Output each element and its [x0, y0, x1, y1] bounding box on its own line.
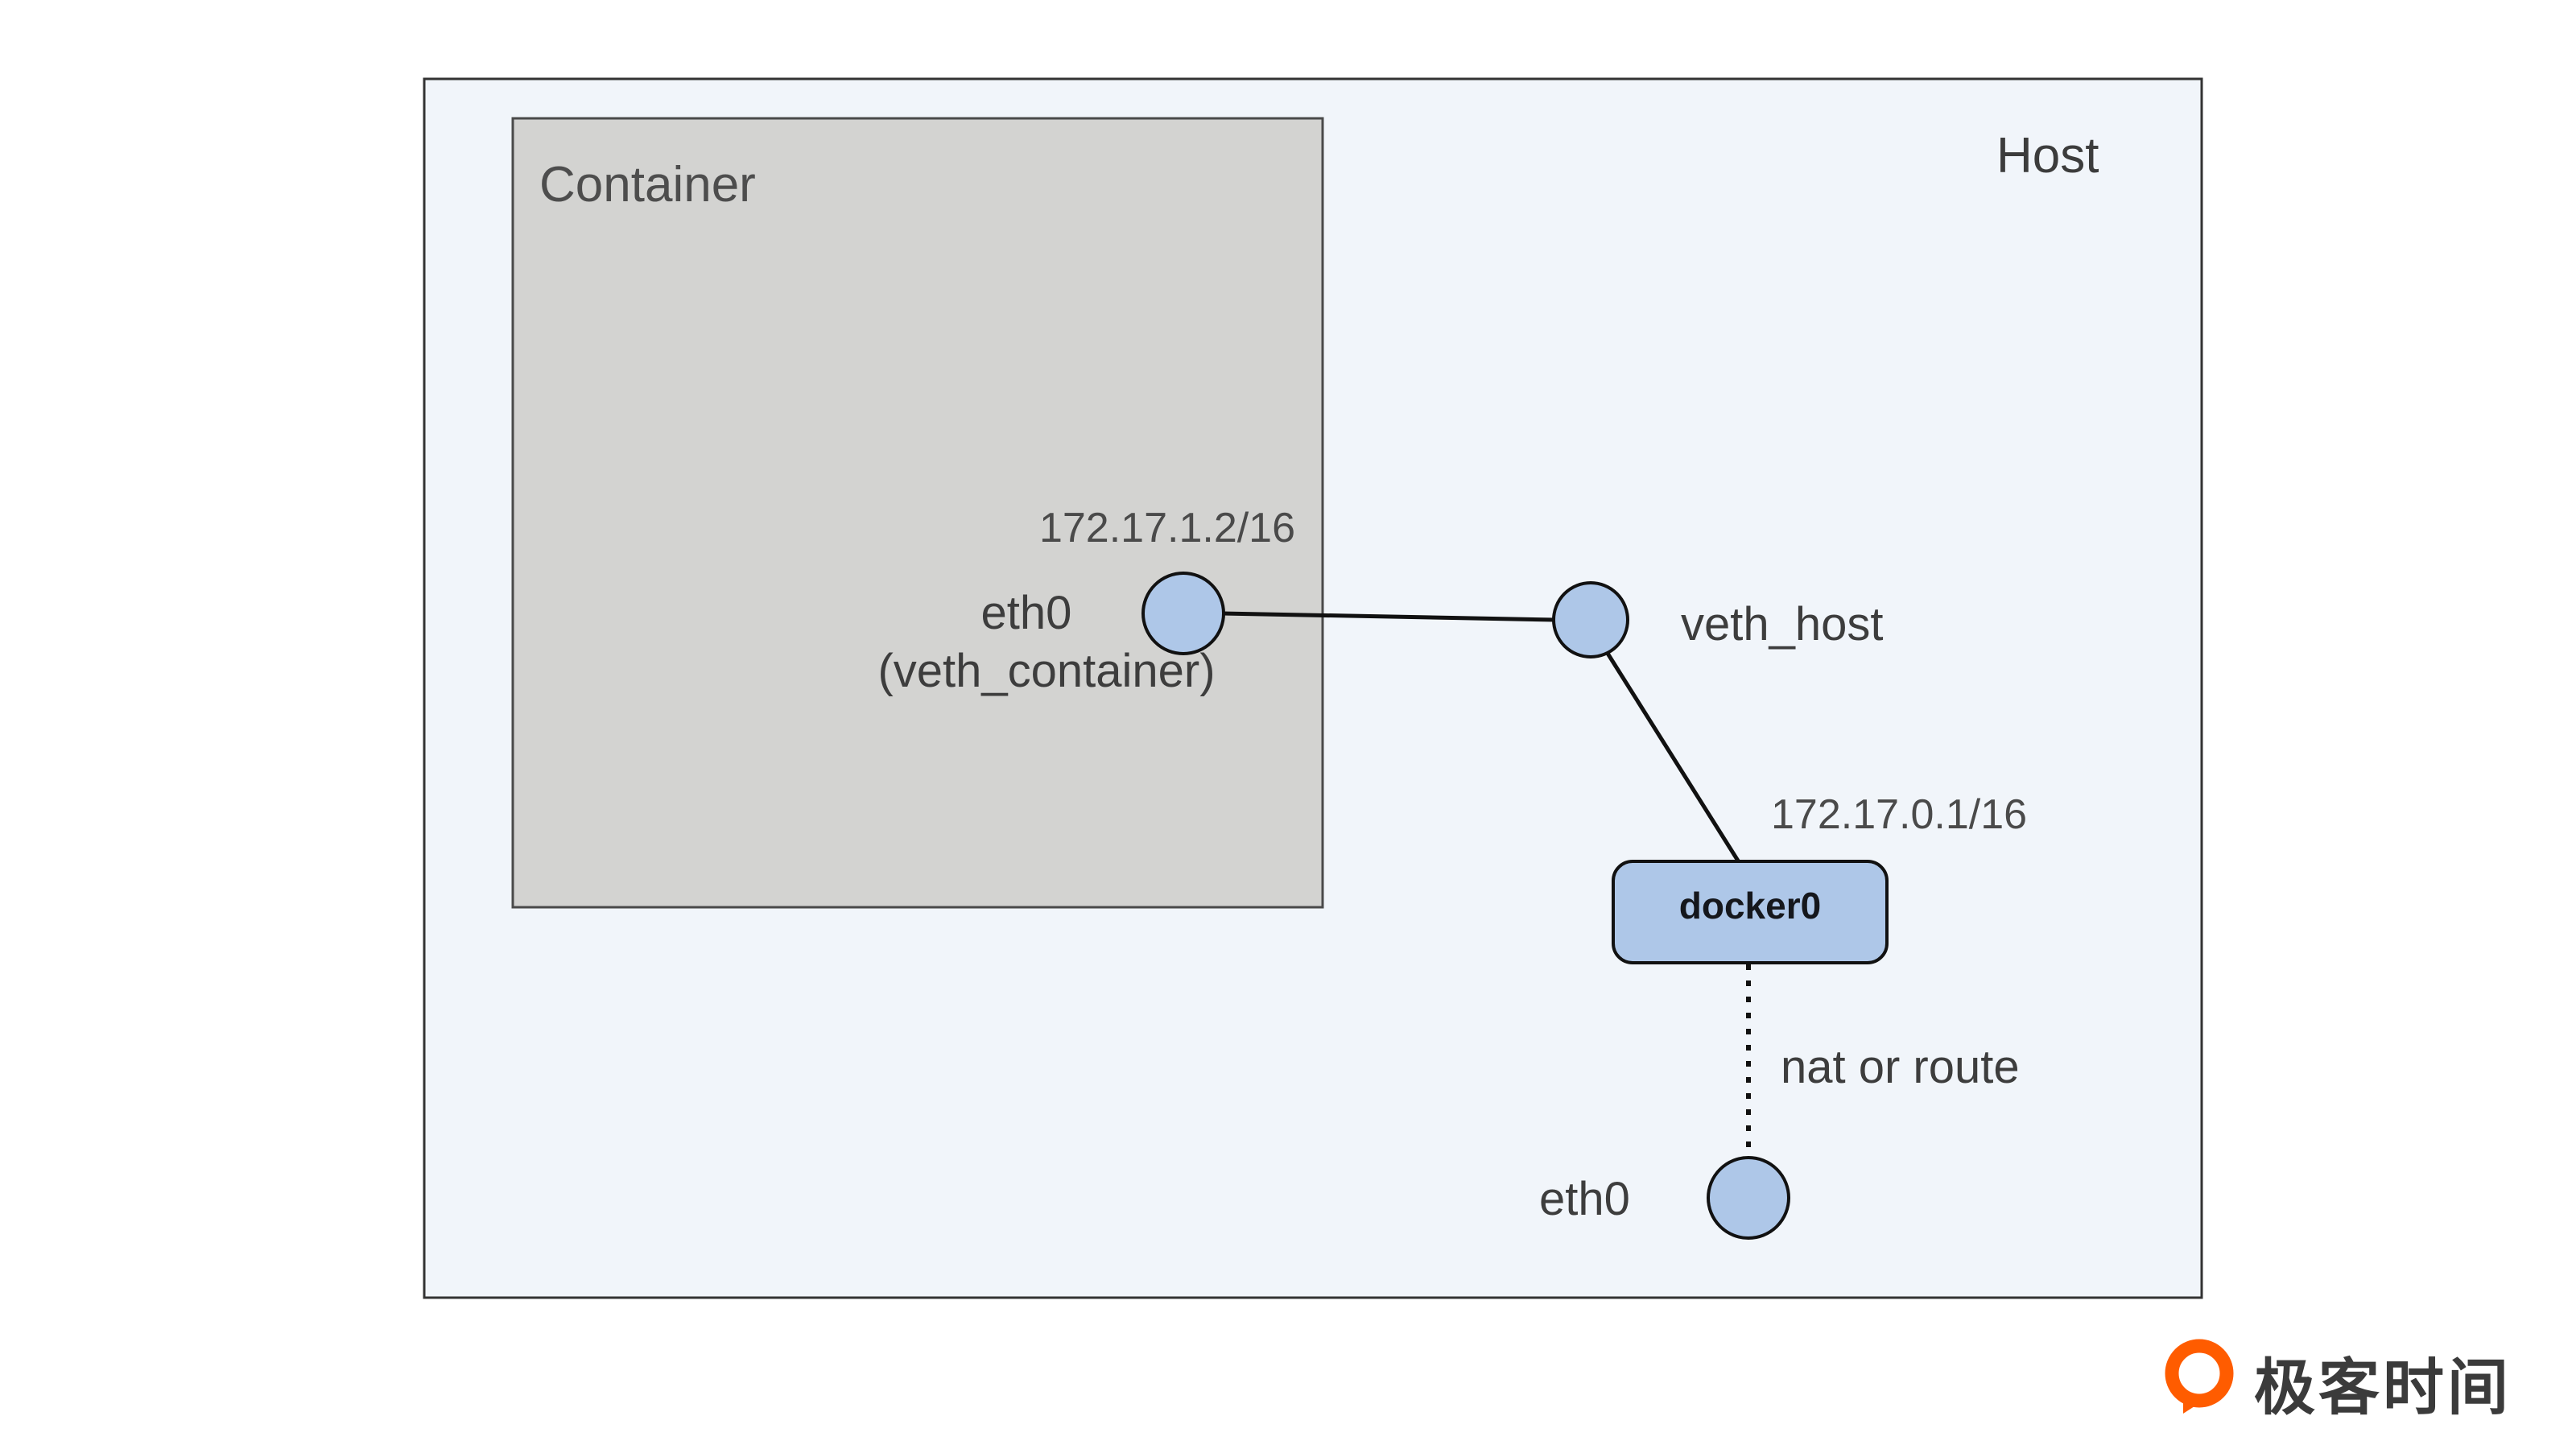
veth-host-node	[1552, 581, 1629, 658]
container-eth0-label: eth0	[980, 587, 1072, 639]
host-eth0-node	[1707, 1156, 1790, 1240]
veth-host-label: veth_host	[1681, 598, 1884, 650]
host-label: Host	[1996, 128, 2099, 184]
nat-or-route-label: nat or route	[1781, 1041, 2020, 1093]
veth-to-docker0-line	[1604, 650, 1743, 866]
container-label: Container	[539, 157, 756, 213]
geektime-logo-text: 极客时间	[2254, 1354, 2512, 1422]
docker0-ip: 172.17.0.1/16	[1771, 791, 2028, 838]
docker0-label: docker0	[1678, 885, 1822, 927]
veth-container-label: (veth_container)	[877, 645, 1216, 697]
host-eth0-label: eth0	[1539, 1173, 1630, 1225]
geektime-logo-icon	[2165, 1339, 2234, 1414]
container-box	[511, 117, 1324, 909]
container-eth0-ip: 172.17.1.2/16	[1038, 505, 1296, 551]
docker0-bridge-box	[1612, 860, 1889, 964]
container-eth0-node	[1141, 572, 1225, 655]
veth-pair-line	[1223, 611, 1556, 622]
